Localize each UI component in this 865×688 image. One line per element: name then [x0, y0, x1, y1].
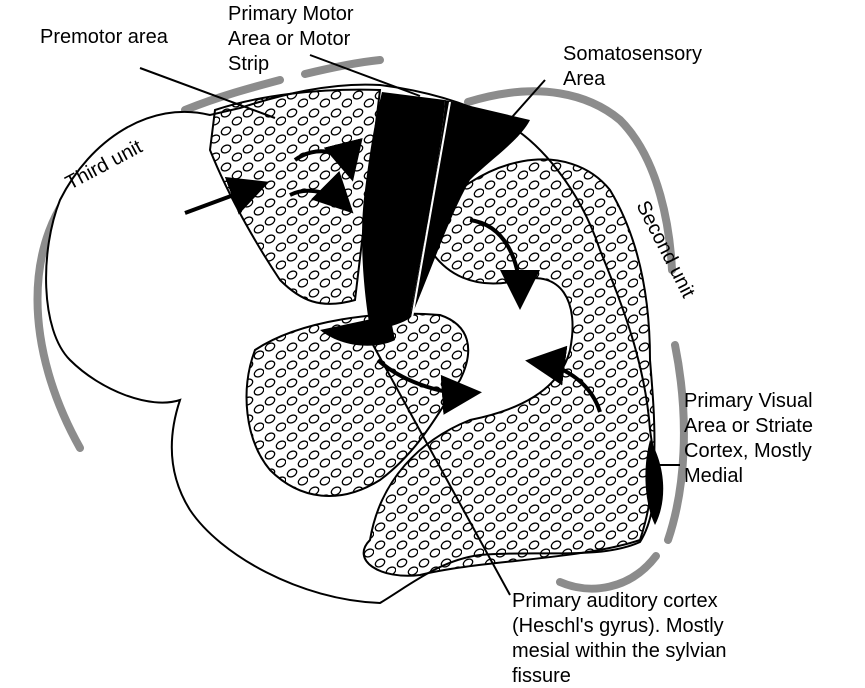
label-somatosensory: Somatosensory Area: [563, 43, 708, 90]
label-auditory: Primary auditory cortex (Heschl's gyrus)…: [512, 590, 732, 687]
label-visual: Primary Visual Area or Striate Cortex, M…: [684, 390, 819, 487]
label-premotor: Premotor area: [40, 26, 169, 48]
